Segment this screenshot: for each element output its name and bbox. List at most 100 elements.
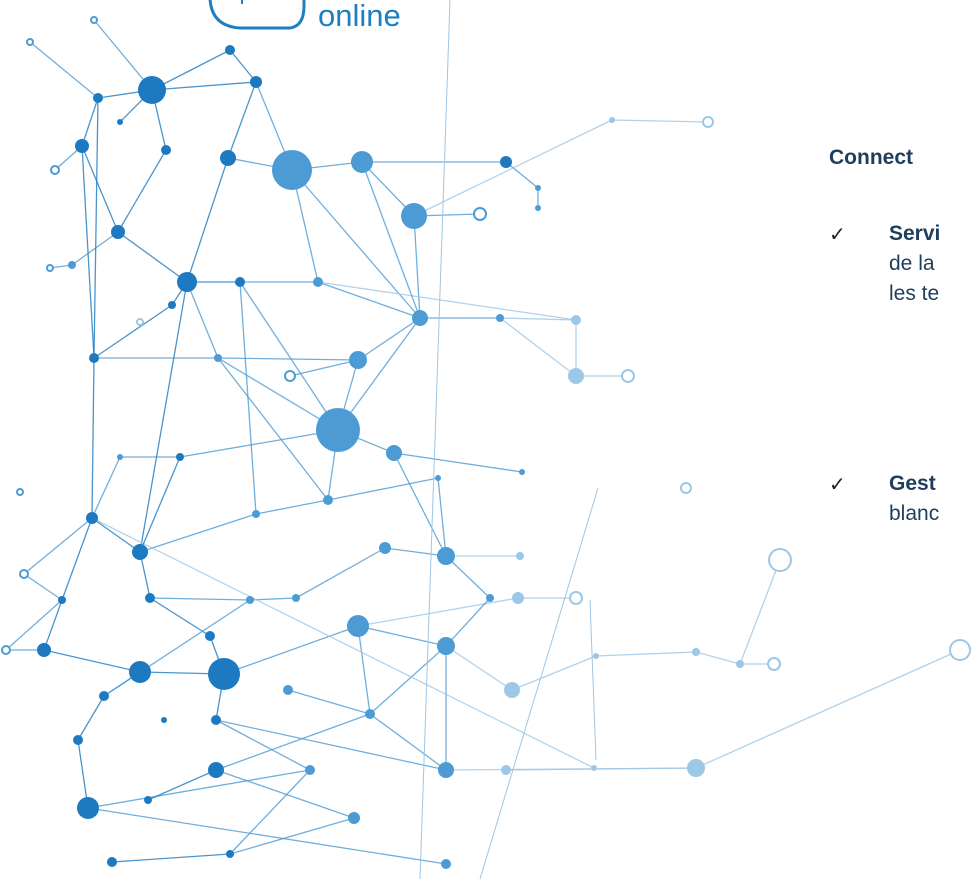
network-node [593,653,599,659]
network-line [81,145,95,359]
network-line [357,597,519,627]
network-node [117,119,123,125]
network-line [77,739,89,809]
network-node [500,156,512,168]
network-node [117,454,123,460]
network-node [768,548,792,572]
network-line [505,767,697,771]
network-node [145,593,155,603]
network-node [313,277,323,287]
network-line [179,429,339,458]
network-node [50,165,60,175]
network-node [252,510,260,518]
network-node [144,796,152,804]
network-line [384,547,447,557]
list-item-line: blanc [889,502,940,525]
network-line [595,651,697,657]
network-node [205,631,215,641]
network-node [235,277,245,287]
network-node [16,488,24,496]
network-node [435,475,441,481]
network-node [687,759,705,777]
network-line [739,559,781,665]
network-line [215,719,311,771]
network-node [680,482,692,494]
network-line [87,769,311,809]
network-node [535,185,541,191]
network-line [186,157,229,283]
network-node [283,685,293,695]
network-line [139,513,257,553]
network-line [695,649,961,769]
network-line [413,215,421,319]
network-line [419,0,451,879]
network-line [255,499,329,515]
network-line [369,713,447,771]
network-line [223,625,359,675]
network-line [589,599,597,761]
network-line [499,317,577,377]
network-node [284,370,296,382]
network-node [292,594,300,602]
network-node [347,615,369,637]
network-node [437,637,455,655]
network-line [103,599,251,697]
network-node [512,592,524,604]
network-node [1,645,11,655]
network-line [81,97,99,147]
network-node [569,591,583,605]
network-node [609,117,615,123]
network-node [316,408,360,452]
network-node [621,369,635,383]
network-line [289,359,359,377]
network-node [37,643,51,657]
network-node [161,717,167,723]
network-node [437,547,455,565]
network-node [46,264,54,272]
network-node [93,93,103,103]
section-heading: Connect [829,146,913,169]
network-node [26,38,34,46]
network-node [401,203,427,229]
network-node [214,354,222,362]
network-node [386,445,402,461]
network-line [111,853,231,863]
network-line [437,477,447,557]
network-node [349,351,367,369]
network-line [77,695,105,741]
network-line [91,517,141,553]
list-item-title: Servi [889,222,941,245]
network-line [91,456,121,519]
network-line [393,452,447,557]
network-line [317,281,421,319]
network-node [211,715,221,725]
network-node [86,512,98,524]
network-line [511,655,597,691]
network-line [357,317,421,361]
network-line [361,161,421,319]
network-line [43,599,63,651]
list-item-line: les te [889,282,940,305]
network-line [445,645,513,691]
network-node [111,225,125,239]
network-line [139,281,188,553]
network-line [249,597,297,601]
network-node [226,850,234,858]
network-node [225,45,235,55]
network-node [535,205,541,211]
network-node [177,272,197,292]
network-line [117,231,188,283]
network-line [147,769,217,801]
network-line [91,357,95,519]
network-line [23,573,63,601]
network-node [379,542,391,554]
network-line [239,281,257,515]
network-node [348,812,360,824]
network-line [505,161,539,189]
network-node [412,310,428,326]
network-node [208,762,224,778]
network-node [176,453,184,461]
network-node [73,735,83,745]
network-node [949,639,971,661]
network-node [473,207,487,221]
